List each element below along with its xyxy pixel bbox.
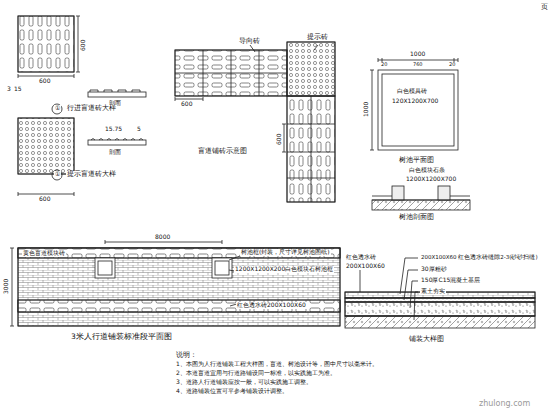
drawing-label: 红色透水砖 [345, 254, 377, 261]
drawing-label: 20 [448, 62, 456, 68]
watermark: zhulong.com [478, 400, 531, 409]
drawing-label: 3000 [3, 278, 10, 295]
drawing-label: 1、本图为人行道铺装工程大样图，盲道、树池设计等，图中尺寸以毫米计。 [175, 361, 379, 368]
drawing-label: 盲道铺砖示意图 [197, 148, 248, 156]
drawing-label: 黄色盲道模块砖 [22, 250, 66, 257]
drawing-label: 页 [540, 4, 549, 12]
drawing-label: 120X1200X700 [391, 98, 439, 105]
drawing-label: 4、道路铺装位置可平参考铺装设计调整。 [175, 388, 289, 395]
drawing-label: 2、本道盲道宜用与行道路铺设同一标准，以实践施工为准。 [175, 370, 337, 377]
drawing-label: 红色透水砖200X100X60 [236, 302, 307, 309]
drawing-label: 1200X1200X700 [405, 176, 457, 183]
drawing-label: 3、道路人行道铺装应按一般，可以实践施工调整。 [175, 379, 313, 386]
drawing-label: 760 [412, 62, 424, 68]
drawing-label: 200X100X60 红色透水砖缝隙2-3(砂砂扫缝) [420, 254, 539, 260]
drawing-label: 素土夯实 [420, 288, 446, 295]
drawing-label: 600 [180, 101, 193, 108]
drawing-label: 5 [136, 126, 142, 133]
drawing-label: 600 [38, 78, 51, 85]
drawing-label: 铺装大样图 [408, 336, 445, 344]
drawing-label: 20 [380, 62, 388, 68]
drawing-label: 600 [80, 39, 87, 52]
drawing-label: ① [54, 105, 61, 112]
drawing-label: 1200X1200X200白色模块石树池框 [234, 266, 334, 273]
drawing-label: 剖面 [108, 149, 122, 156]
drawing-label: 600 [276, 133, 283, 146]
drawing-label: 导向砖 [238, 38, 261, 45]
drawing-label: 30厚粗砂 [420, 266, 448, 273]
drawing-label: 15.75 [104, 126, 123, 133]
drawing-label: 1000 [363, 101, 370, 118]
drawing-label: 1000 [409, 51, 426, 58]
drawing-label: 提示盲道砖大样 [66, 171, 117, 178]
drawing-label: 树池剖面图 [398, 214, 435, 222]
drawing-label: 树池框(封装，尺寸详见树池图纸) [240, 249, 331, 256]
drawing-label: 白色模具砖 [396, 88, 428, 95]
drawing-label: 15 [13, 86, 23, 93]
drawing-label: 说明： [175, 352, 198, 359]
drawing-label: 3 [6, 86, 12, 93]
drawing-label: 8000 [154, 234, 171, 241]
drawing-label: 150厚C15混凝土基层 [420, 277, 481, 284]
drawing-label: 600 [38, 196, 51, 203]
drawing-label: 树池平面图 [398, 157, 435, 165]
drawing-label: 200X100X60 [345, 263, 386, 270]
drawing-label: 3米人行道铺装标准段平面图 [70, 333, 173, 341]
drawing-label: 白色模块石条 [408, 167, 446, 174]
drawing-label: 行进盲道砖大样 [66, 105, 117, 112]
drawing-label: 提示砖 [306, 34, 329, 41]
drawing-label: ① [54, 171, 61, 178]
